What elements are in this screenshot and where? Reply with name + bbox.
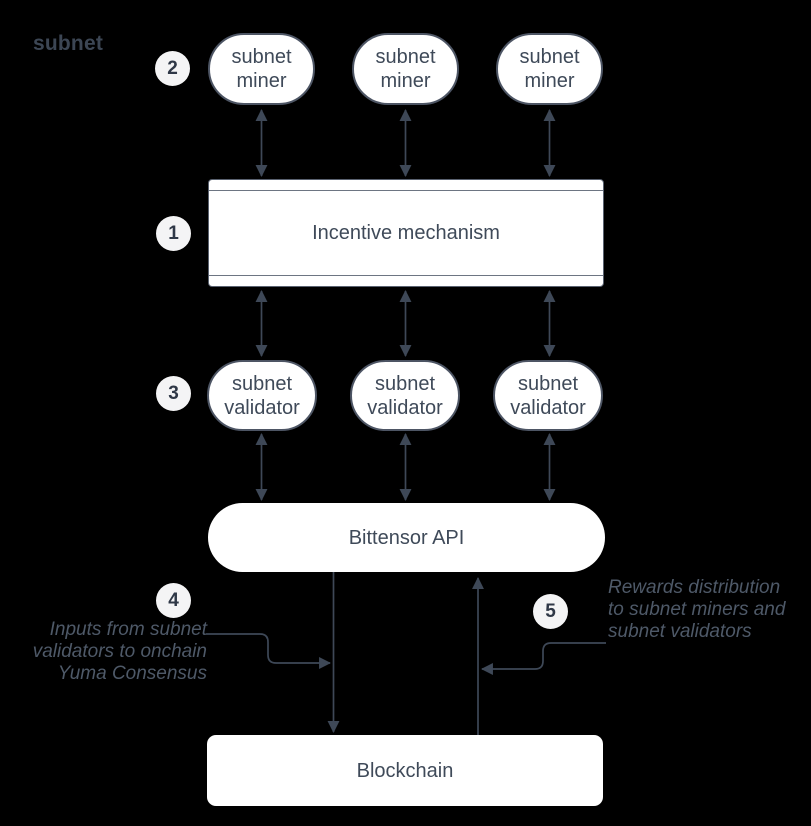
subnet-validator-node-1: subnet validator	[207, 360, 317, 431]
subnet-miner-label: subnet miner	[231, 46, 292, 92]
incentive-mechanism-label: Incentive mechanism	[312, 222, 500, 244]
blockchain-box: Blockchain	[207, 735, 603, 806]
bittensor-api-label: Bittensor API	[348, 526, 465, 549]
subnet-miner-node-3: subnet miner	[496, 33, 603, 105]
step-badge-4: 4	[156, 583, 191, 618]
step-badge-1: 1	[156, 216, 191, 251]
process-top-line	[209, 190, 603, 191]
subnet-miner-node-2: subnet miner	[352, 33, 459, 105]
step-badge-2-label: 2	[167, 57, 178, 79]
subnet-miner-label: subnet miner	[519, 46, 580, 92]
subnet-validator-label: subnet validator	[224, 372, 300, 419]
step-badge-1-label: 1	[168, 222, 179, 244]
bittensor-api-box: Bittensor API	[208, 503, 605, 572]
step-badge-3: 3	[156, 376, 191, 411]
subnet-validator-label: subnet validator	[367, 372, 443, 419]
blockchain-label: Blockchain	[356, 759, 454, 782]
step-badge-5-label: 5	[545, 600, 556, 622]
inputs-annotation-connector	[206, 633, 331, 669]
step-badge-4-label: 4	[168, 589, 179, 611]
inputs-annotation: Inputs from subnet validators to onchain…	[32, 619, 207, 684]
subnet-miner-node-1: subnet miner	[208, 33, 315, 105]
rewards-annotation-connector	[481, 642, 606, 675]
incentive-mechanism-box: Incentive mechanism	[208, 179, 604, 287]
subnet-validator-label: subnet validator	[510, 372, 586, 419]
diagram-title: subnet	[33, 32, 104, 55]
subnet-miner-label: subnet miner	[375, 46, 436, 92]
process-bottom-line	[209, 275, 603, 276]
step-badge-3-label: 3	[168, 382, 179, 404]
step-badge-2: 2	[155, 51, 190, 86]
subnet-validator-node-2: subnet validator	[350, 360, 460, 431]
subnet-validator-node-3: subnet validator	[493, 360, 603, 431]
rewards-annotation: Rewards distribution to subnet miners an…	[608, 577, 786, 642]
step-badge-5: 5	[533, 594, 568, 629]
